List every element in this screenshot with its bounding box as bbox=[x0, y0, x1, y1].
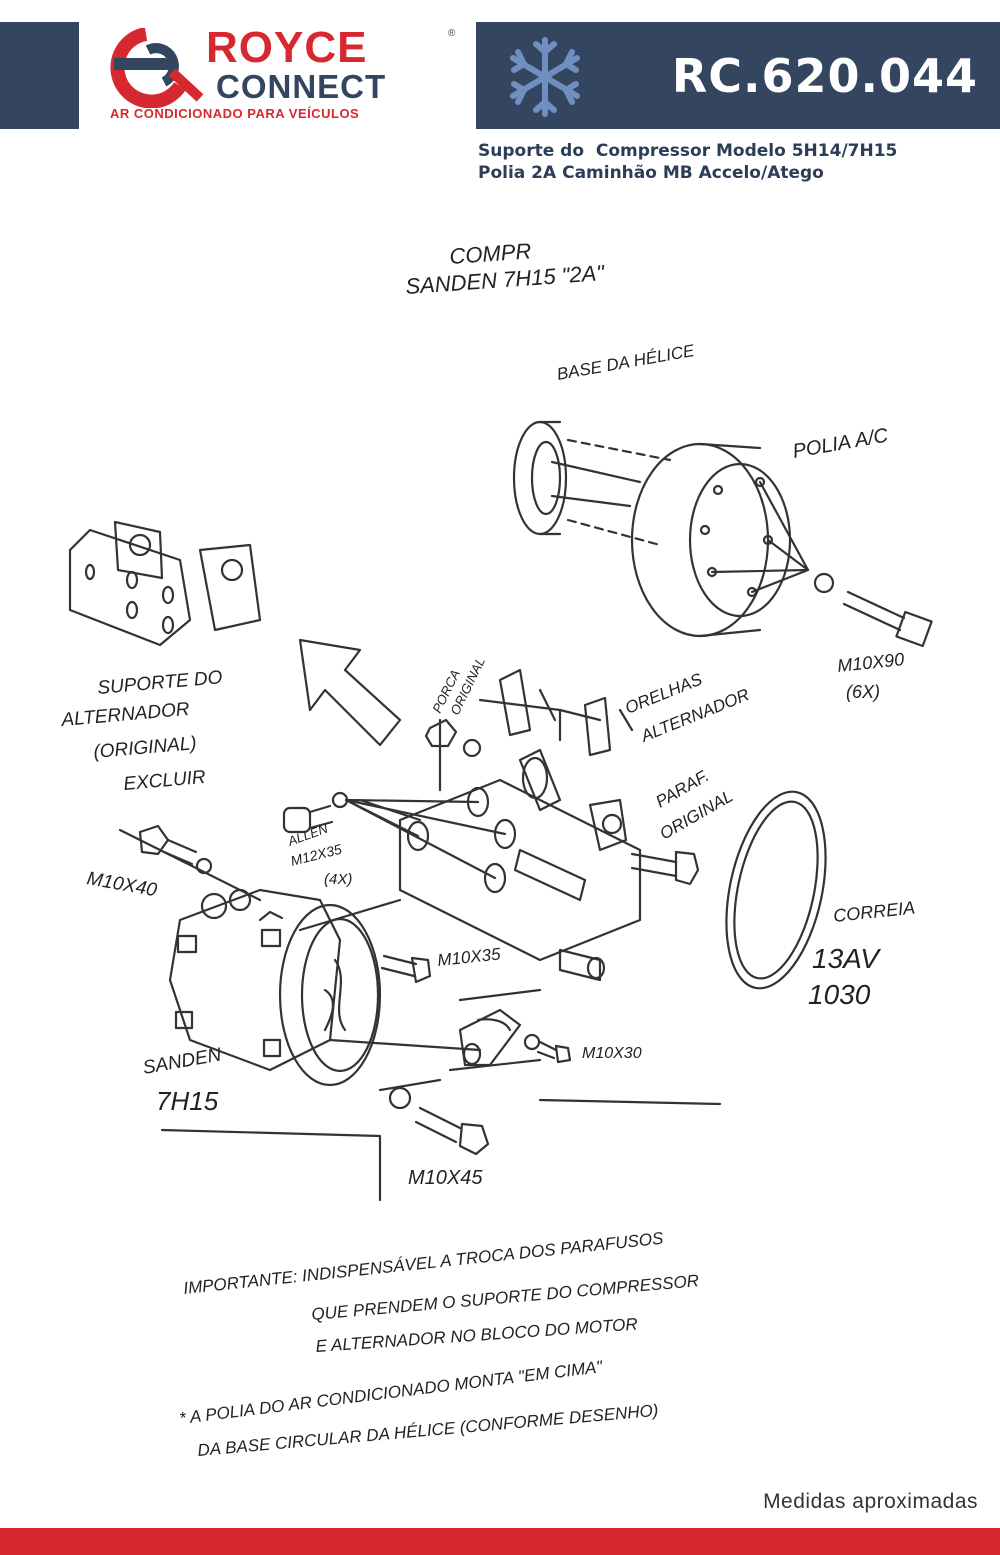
sanden-compressor-part bbox=[118, 828, 482, 1087]
product-description-line1: Suporte do Compressor Modelo 5H14/7H15 bbox=[478, 141, 898, 161]
product-description-line2: Polia 2A Caminhão MB Accelo/Atego bbox=[478, 163, 824, 183]
bolt-m10x90 bbox=[842, 590, 933, 648]
product-code: RC.620.044 bbox=[671, 49, 978, 103]
header-left-block bbox=[0, 22, 79, 129]
bolt-m10x45 bbox=[378, 1078, 722, 1156]
logo-registered-mark: ® bbox=[448, 28, 456, 39]
label-correia-2: 13AV bbox=[812, 943, 881, 974]
label-suporte-2: ALTERNADOR bbox=[60, 699, 191, 731]
label-m10x35: M10X35 bbox=[436, 944, 501, 970]
original-bolt bbox=[630, 850, 700, 886]
product-description: Suporte do Compressor Modelo 5H14/7H15 P… bbox=[478, 140, 897, 184]
brand-logo: ROYCE ® CONNECT AR CONDICIONADO PARA VEÍ… bbox=[108, 26, 458, 122]
label-m10x90: M10X90 bbox=[836, 649, 905, 676]
fan-base-part bbox=[512, 420, 672, 547]
compressor-bracket-part bbox=[358, 718, 642, 982]
label-compr-1: COMPR bbox=[449, 238, 533, 269]
label-polia-ac: POLIA A/C bbox=[791, 424, 890, 462]
product-header: RC.620.044 bbox=[476, 22, 1000, 129]
label-base-helice: BASE DA HÉLICE bbox=[555, 341, 696, 384]
label-sanden-1: SANDEN bbox=[141, 1044, 223, 1078]
label-correia-1: CORREIA bbox=[832, 898, 916, 926]
label-suporte-3: (ORIGINAL) bbox=[93, 733, 198, 763]
label-m10x40: M10X40 bbox=[85, 868, 159, 901]
logo-royce-text: ROYCE bbox=[206, 23, 368, 72]
logo-mark-icon bbox=[110, 28, 204, 108]
ac-pulley-part bbox=[630, 442, 835, 638]
direction-arrow bbox=[298, 638, 402, 747]
footer-approx-note: Medidas aproximadas bbox=[763, 1490, 978, 1513]
logo-tagline: AR CONDICIONADO PARA VEÍCULOS bbox=[110, 106, 360, 121]
label-m10x45: M10X45 bbox=[408, 1167, 483, 1189]
label-suporte-1: SUPORTE DO bbox=[97, 667, 224, 699]
snowflake-icon bbox=[510, 37, 580, 117]
small-bracket-part bbox=[448, 988, 542, 1072]
label-important-2: QUE PRENDEM O SUPORTE DO COMPRESSOR bbox=[311, 1271, 700, 1324]
label-m10x90-qty: (6X) bbox=[846, 682, 880, 702]
bolt-m10x40 bbox=[138, 824, 213, 875]
label-m10x30: M10X30 bbox=[582, 1045, 642, 1062]
drive-belt bbox=[725, 790, 827, 990]
label-suporte-4: EXCLUIR bbox=[123, 767, 207, 795]
alternator-bracket-part bbox=[68, 520, 262, 647]
footer-red-bar bbox=[0, 1528, 1000, 1555]
label-compr-2: SANDEN 7H15 "2A" bbox=[405, 260, 606, 299]
alternator-ears bbox=[478, 668, 634, 757]
label-important-3: E ALTERNADOR NO BLOCO DO MOTOR bbox=[315, 1315, 638, 1356]
bolt-m10x30 bbox=[523, 1033, 572, 1064]
label-correia-3: 1030 bbox=[808, 979, 871, 1010]
label-sanden-2: 7H15 bbox=[156, 1086, 219, 1116]
original-nut bbox=[424, 718, 482, 758]
assembly-sketch: COMPR SANDEN 7H15 "2A" BASE DA HÉLICE PO… bbox=[60, 238, 933, 1460]
bolt-m10x35 bbox=[380, 954, 432, 984]
logo-connect-text: CONNECT bbox=[216, 68, 387, 105]
bolt-allen-m12x35 bbox=[282, 791, 507, 880]
label-allen-3: (4X) bbox=[324, 871, 352, 888]
